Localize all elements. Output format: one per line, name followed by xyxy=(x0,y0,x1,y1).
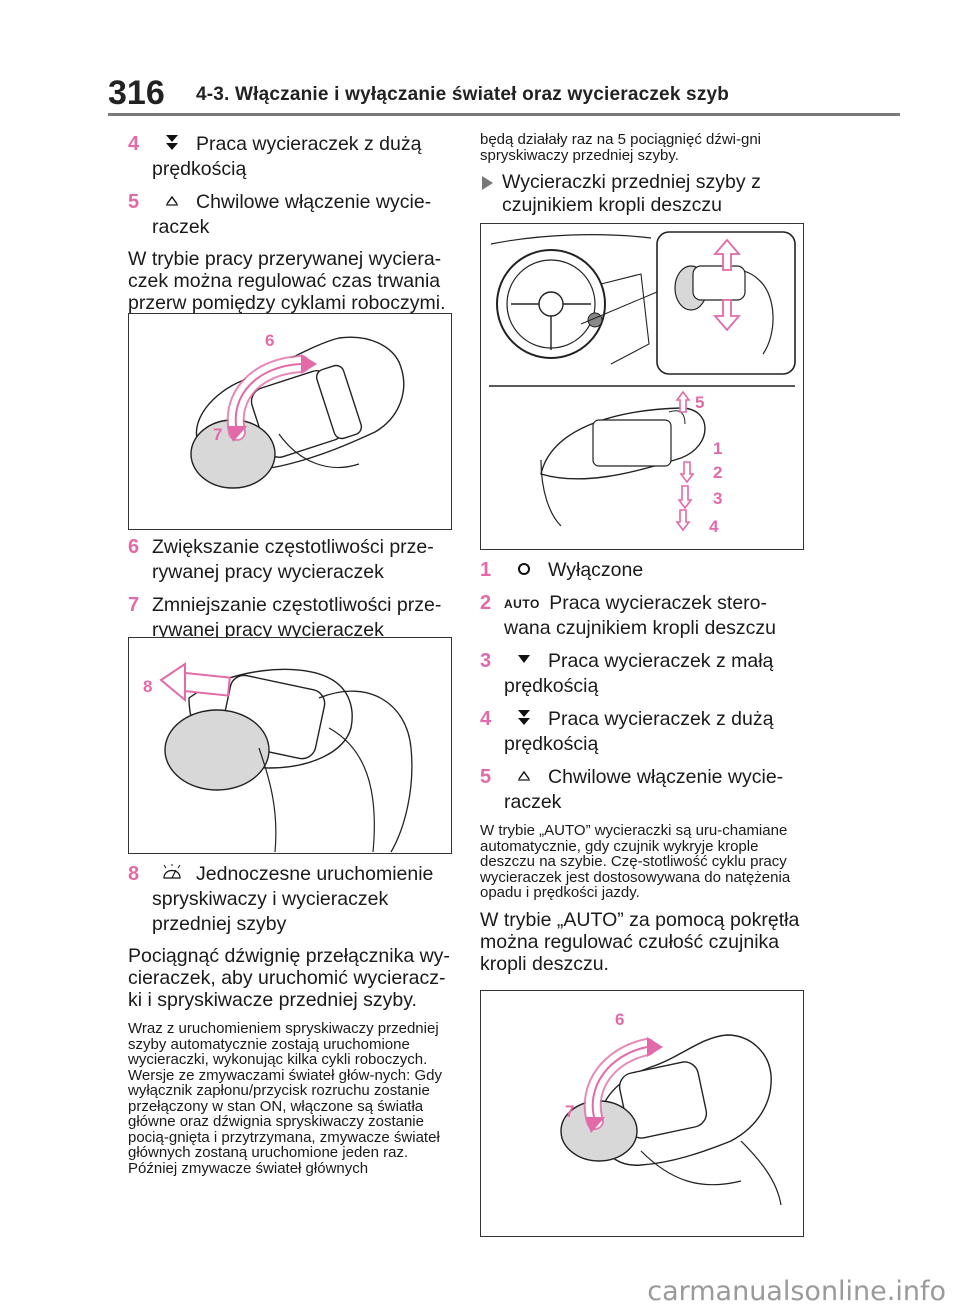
washer-small-note: Wraz z uruchomieniem spryskiwaczy przedn… xyxy=(128,1020,442,1177)
auto-mode-note: W trybie „AUTO” za pomocą pokrętła można… xyxy=(480,908,800,975)
figure-label-2: 2 xyxy=(713,463,722,482)
item-text: Praca wycieraczek z dużą prędkością xyxy=(152,133,422,180)
list-item-4: 4 Praca wycieraczek z dużą prędkością xyxy=(128,132,450,182)
subheading-text: Wycieraczki przedniej szyby z czujnikiem… xyxy=(502,171,761,216)
triangle-bullet-icon xyxy=(482,176,493,190)
list-item-2: 2 AUTO Praca wycieraczek stero-wana czuj… xyxy=(480,591,802,641)
list-item-7: 7 Zmniejszanie częstotliwości prze-rywan… xyxy=(128,593,450,643)
continued-note: będą działały raz na 5 pociągnięć dźwi-g… xyxy=(480,131,762,164)
mist-icon xyxy=(504,767,544,785)
pull-lever-note: Pociągnąć dźwignię przełącznika wy-ciera… xyxy=(128,945,450,1011)
figure-label-6: 6 xyxy=(615,1010,624,1029)
item-text: Praca wycieraczek z dużą prędkością xyxy=(504,708,774,755)
item-number: 6 xyxy=(128,536,140,558)
item-text: Chwilowe włączenie wycie-raczek xyxy=(152,191,432,238)
figure-sensitivity-dial: 6 7 xyxy=(480,990,804,1237)
chevron-down-icon xyxy=(504,651,544,669)
figure-label-4: 4 xyxy=(709,517,719,536)
figure-label-6: 6 xyxy=(265,331,274,350)
item-number: 2 xyxy=(480,592,492,614)
header-rule xyxy=(108,113,900,116)
item-number: 5 xyxy=(480,766,492,788)
section-title: 4-3. Włączanie i wyłączanie świateł oraz… xyxy=(196,84,730,105)
double-chevron-down-icon xyxy=(152,134,192,152)
double-chevron-down-icon xyxy=(504,709,544,727)
figure-label-7: 7 xyxy=(565,1102,574,1121)
page-number: 316 xyxy=(108,74,165,112)
item-number: 1 xyxy=(480,559,492,581)
item-number: 4 xyxy=(128,133,140,155)
figure-washer-lever: 8 xyxy=(128,637,452,854)
list-item-1: 1 Wyłączone xyxy=(480,558,802,583)
list-item-6: 6 Zwiększanie częstotliwości prze-rywane… xyxy=(128,535,450,585)
left-column-bottom: 8 Jednoczesne uruchomienie spryskiwaczy … xyxy=(128,862,450,1184)
auto-icon: AUTO xyxy=(504,597,540,611)
item-text: Zwiększanie częstotliwości prze-rywanej … xyxy=(152,536,434,583)
figure-label-7: 7 xyxy=(213,425,222,444)
right-column-top: będą działały raz na 5 pociągnięć dźwi-g… xyxy=(480,132,802,227)
item-text: Praca wycieraczek z małą prędkością xyxy=(504,650,774,697)
list-item-5: 5 Chwilowe włączenie wycie-raczek xyxy=(480,765,802,815)
left-column-top: 4 Praca wycieraczek z dużą prędkością 5 … xyxy=(128,132,450,324)
list-item-4: 4 Praca wycieraczek z dużą prędkością xyxy=(480,707,802,757)
watermark: carmanualsonline.info xyxy=(647,1276,946,1307)
figure-intermittent-dial: 6 7 xyxy=(128,313,452,530)
list-item-5: 5 Chwilowe włączenie wycie-raczek xyxy=(128,190,450,240)
list-item-3: 3 Praca wycieraczek z małą prędkością xyxy=(480,649,802,699)
figure-rain-sensor-lever: 5 1 2 3 4 xyxy=(480,223,804,550)
mist-icon xyxy=(152,192,192,210)
figure-label-8: 8 xyxy=(143,677,152,696)
figure-label-3: 3 xyxy=(713,489,722,508)
item-text: Jednoczesne uruchomienie spryskiwaczy i … xyxy=(152,863,434,935)
rain-sensor-subheading: Wycieraczki przedniej szyby z czujnikiem… xyxy=(480,171,802,217)
intermittent-note: W trybie pracy przerywanej wyciera-czek … xyxy=(128,248,446,314)
list-item-8: 8 Jednoczesne uruchomienie spryskiwaczy … xyxy=(128,862,450,937)
item-text: Praca wycieraczek stero-wana czujnikiem … xyxy=(504,592,777,639)
item-text: Chwilowe włączenie wycie-raczek xyxy=(504,766,784,813)
off-circle-icon xyxy=(504,560,544,578)
figure-label-1: 1 xyxy=(713,439,722,458)
item-number: 7 xyxy=(128,594,140,616)
item-number: 8 xyxy=(128,863,140,885)
washer-icon xyxy=(152,864,192,882)
left-column-middle: 6 Zwiększanie częstotliwości prze-rywane… xyxy=(128,535,450,651)
right-column-middle: 1 Wyłączone 2 AUTO Praca wycieraczek ste… xyxy=(480,558,802,985)
item-text: Zmniejszanie częstotliwości prze-rywanej… xyxy=(152,594,442,641)
item-number: 3 xyxy=(480,650,492,672)
item-number: 4 xyxy=(480,708,492,730)
item-number: 5 xyxy=(128,191,140,213)
item-text: Wyłączone xyxy=(548,559,644,581)
auto-mode-small-note: W trybie „AUTO” wycieraczki są uru-chami… xyxy=(480,822,791,901)
page-header: 316 4-3. Włączanie i wyłączanie świateł … xyxy=(0,0,960,120)
figure-label-5: 5 xyxy=(695,393,704,412)
